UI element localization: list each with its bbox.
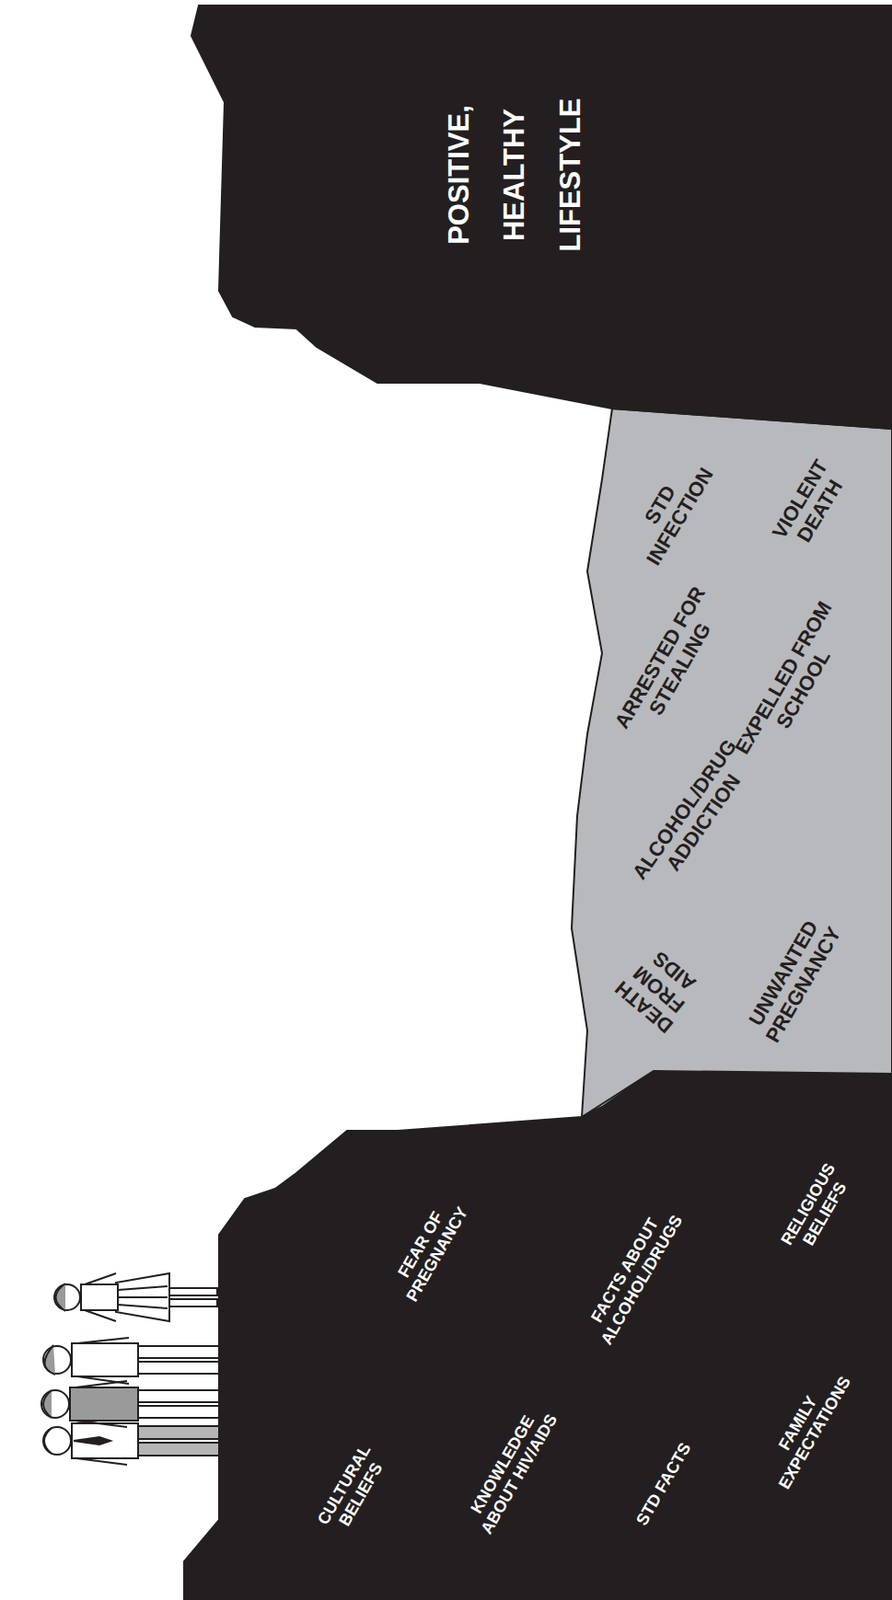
goal-label: POSITIVE, HEALTHY LIFESTYLE (431, 87, 599, 263)
student-figure (43, 1417, 220, 1466)
student-figure (41, 1381, 220, 1428)
chasm-shape: DEATH FROM AIDSUNWANTED PREGNANCYALCOHOL… (566, 405, 892, 1124)
chasm-shape-polygon (571, 408, 892, 1118)
cliff-shape: CULTURAL BELIEFSKNOWLEDGE ABOUT HIV/AIDS… (179, 1067, 892, 1600)
cliff-shape-outline (184, 0, 892, 433)
cliff-shape: POSITIVE, HEALTHY LIFESTYLE (184, 0, 892, 433)
student-figure (54, 1274, 218, 1322)
cliff-shape-outline (179, 1067, 892, 1600)
cliff-shape-polygon (184, 1071, 892, 1600)
cliff-shape-polygon (191, 5, 892, 429)
student-figure (43, 1338, 220, 1385)
